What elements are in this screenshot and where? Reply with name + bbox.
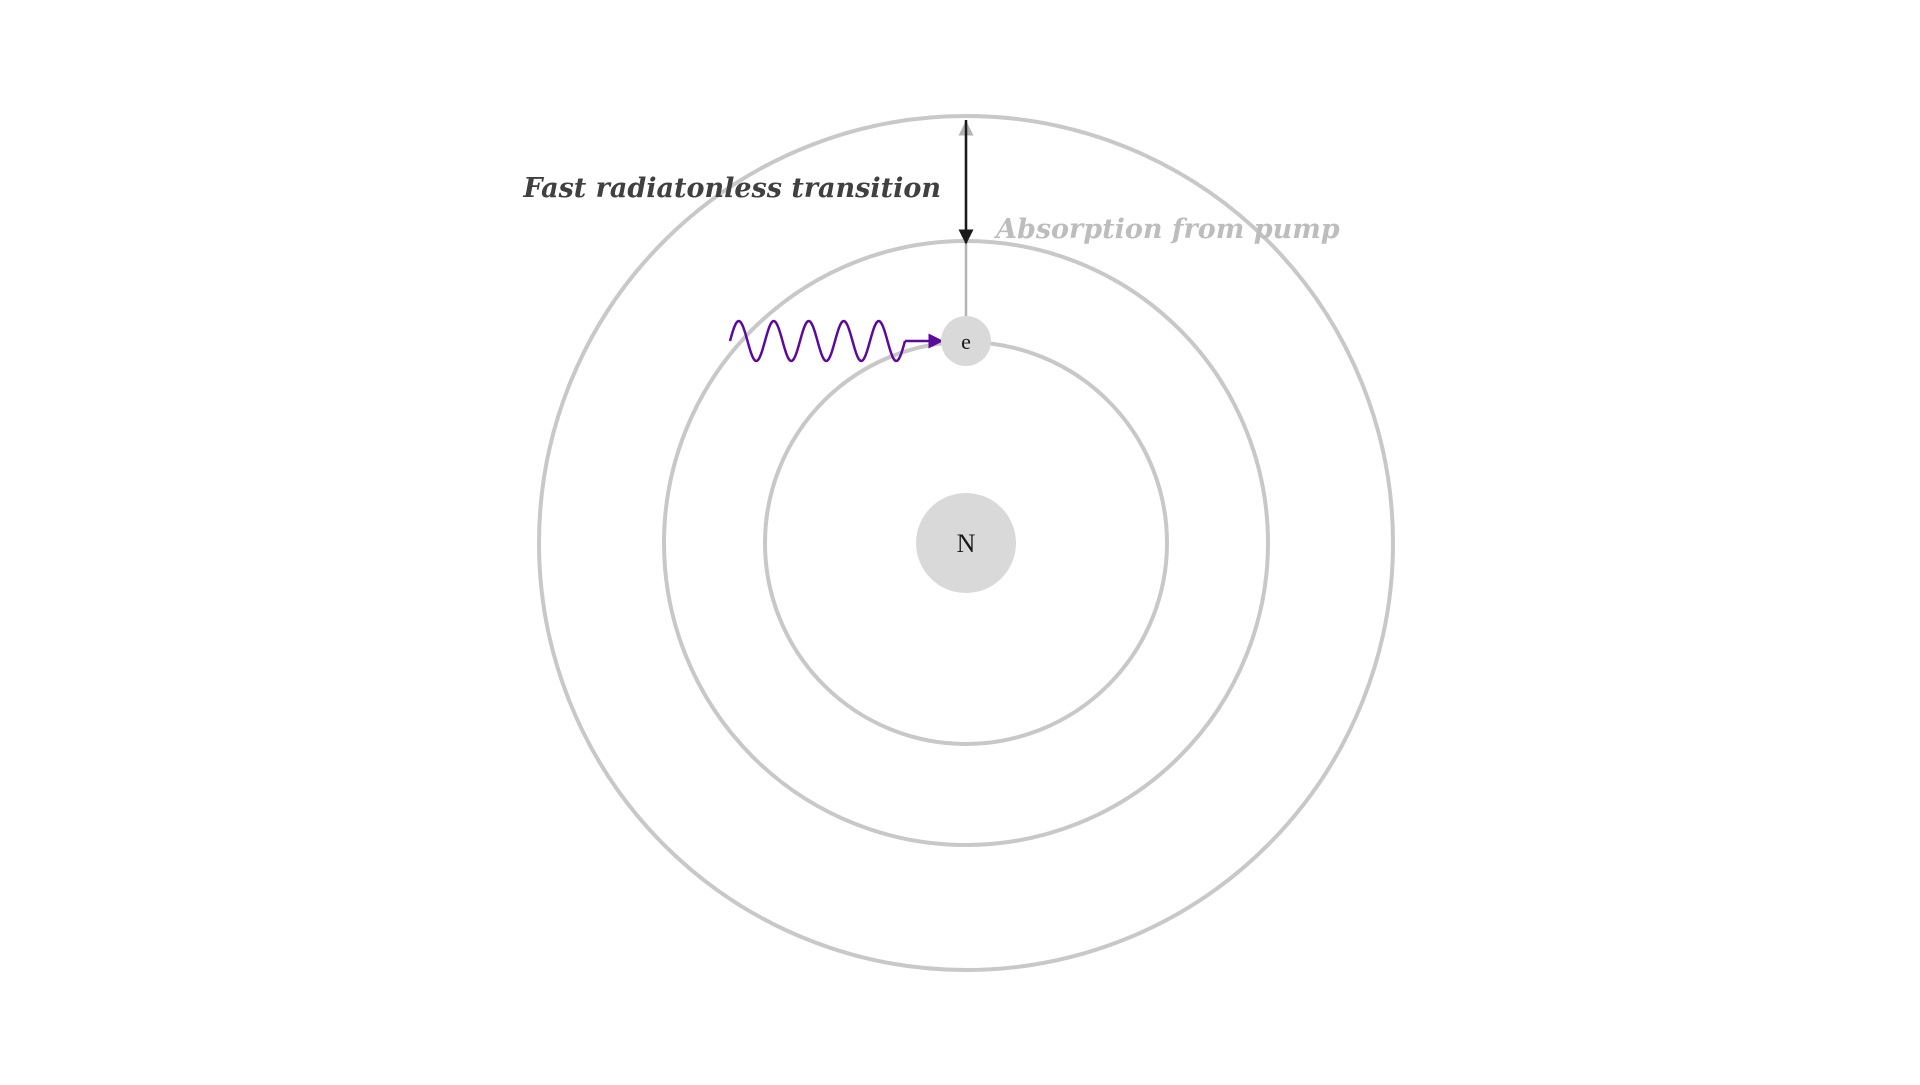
nucleus [916, 493, 1016, 593]
photon-wave-icon [728, 319, 907, 363]
electron-label: e [961, 329, 971, 354]
pump-absorption-label: Absorption from pump [993, 214, 1340, 245]
fast-transition-label: Fast radiatonless transition [522, 173, 941, 204]
electron [941, 316, 991, 366]
nucleus-label: N [957, 529, 976, 558]
orbit-outer [537, 114, 1395, 972]
